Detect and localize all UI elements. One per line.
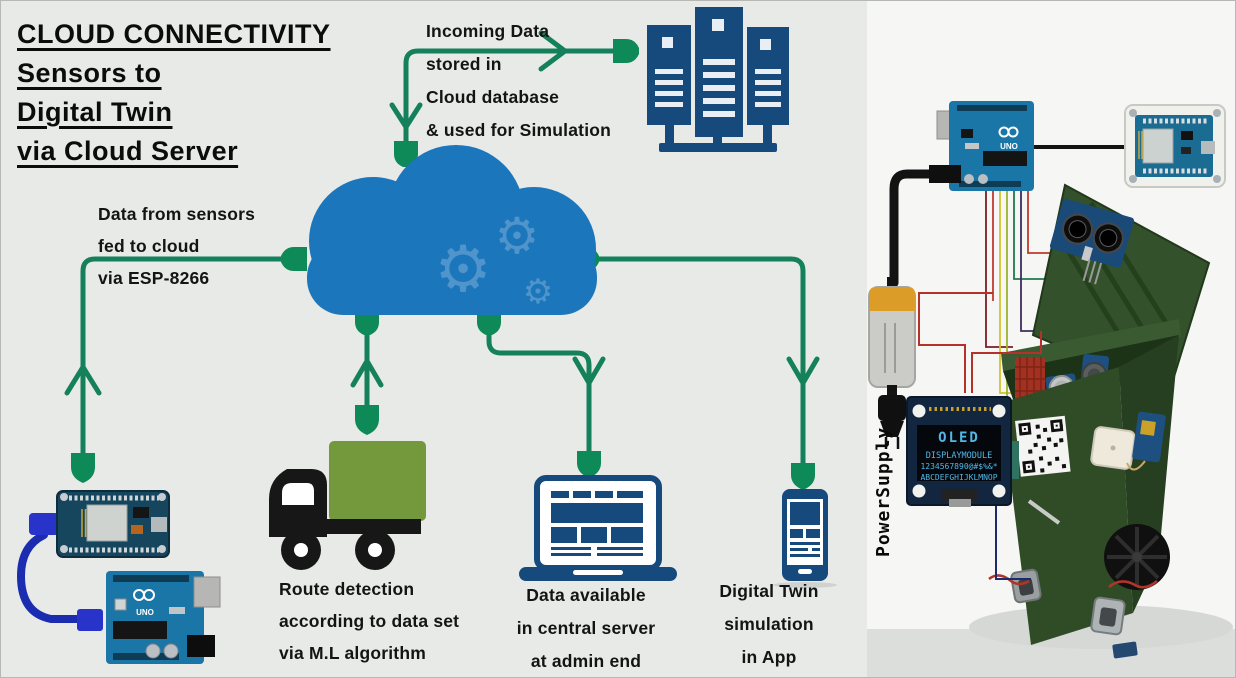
truck-icon bbox=[269, 441, 426, 570]
plug-phone bbox=[791, 463, 815, 490]
esp-shield-chip bbox=[1142, 128, 1174, 164]
barrel-jack-icon-2 bbox=[187, 635, 215, 657]
plug-server bbox=[613, 39, 639, 63]
incoming-data-annotation: Incoming Data stored in Cloud database &… bbox=[426, 21, 612, 140]
caster-wheel-front bbox=[1090, 596, 1126, 636]
oled-module: OLED DISPLAYMODULE 1234567890@#$%&* ABCD… bbox=[906, 396, 1012, 507]
arduino-uno-board-right: UNO bbox=[929, 101, 1125, 191]
arrow-up-icon bbox=[64, 364, 102, 396]
micro-usb-icon bbox=[1201, 141, 1215, 154]
connector-esp bbox=[80, 256, 304, 456]
smart-trash-bin bbox=[988, 183, 1211, 659]
barrel-jack-icon bbox=[929, 165, 961, 183]
connector-laptop bbox=[486, 316, 592, 454]
arduino-uno-board-left: UNO bbox=[77, 571, 221, 664]
battery-pack bbox=[868, 277, 916, 397]
data-from-sensors-annotation: Data from sensors fed to cloud via ESP-8… bbox=[98, 204, 256, 288]
cloud-icon: ⚙ ⚙ ⚙ bbox=[307, 145, 597, 315]
page-title: CLOUD CONNECTIVITY Sensors to Digital Tw… bbox=[17, 15, 331, 171]
plug-cloud-bottom-1 bbox=[355, 309, 379, 335]
motor-wire-2 bbox=[1108, 580, 1158, 589]
usb-plug-icon-2 bbox=[77, 609, 103, 631]
power-cable bbox=[889, 169, 950, 288]
arrow-up-icon-2 bbox=[350, 358, 384, 388]
usb-plug-icon bbox=[29, 513, 59, 535]
server-icon bbox=[647, 7, 789, 152]
driver-pcb bbox=[1112, 641, 1138, 659]
laptop-icon bbox=[519, 475, 677, 581]
usb-port-icon-2 bbox=[193, 576, 221, 608]
connector-server bbox=[403, 48, 618, 144]
uno-label: UNO bbox=[1000, 142, 1018, 151]
esp-shield-chip-left bbox=[86, 504, 128, 542]
oled-screen bbox=[917, 425, 1001, 481]
title-line: Sensors to bbox=[17, 58, 162, 88]
title-line: via Cloud Server bbox=[17, 136, 239, 166]
arrow-down-icon bbox=[389, 102, 423, 130]
plug-cloud-top bbox=[394, 141, 418, 167]
oled-connector bbox=[941, 489, 977, 501]
caster-wheel bbox=[1010, 568, 1042, 604]
phone-icon bbox=[773, 489, 837, 588]
plug-cloud-bottom-2 bbox=[477, 309, 501, 335]
arrow-right-icon bbox=[538, 30, 568, 72]
digital-twin-annotation: Digital Twin simulation in App bbox=[719, 581, 819, 667]
title-line: Digital Twin bbox=[17, 97, 173, 127]
plug-laptop bbox=[577, 451, 601, 478]
bin-handle bbox=[1027, 499, 1061, 525]
micro-usb-icon-left bbox=[151, 517, 167, 532]
data-available-annotation: Data available in central server at admi… bbox=[516, 585, 656, 671]
oled-wires bbox=[918, 292, 1042, 393]
connector-phone bbox=[596, 256, 806, 466]
power-plug bbox=[878, 395, 906, 449]
oled-line-2: DISPLAYMODULE bbox=[926, 451, 993, 461]
oled-line-3: 1234567890@#$%&* bbox=[920, 462, 997, 471]
mesh-basket bbox=[1015, 357, 1045, 403]
gear-icon-2: ⚙ bbox=[495, 207, 540, 265]
bin-rim bbox=[1001, 319, 1181, 371]
plug-truck bbox=[355, 405, 379, 435]
green-connectors bbox=[64, 30, 820, 466]
gps-module bbox=[1090, 411, 1166, 471]
plug-esp bbox=[71, 453, 95, 483]
gear-icon: ⚙ bbox=[434, 233, 491, 307]
uno-label-2: UNO bbox=[136, 608, 154, 617]
oled-line-4: ABCDEFGHIJKLMNOP bbox=[920, 473, 997, 482]
bin-wheel bbox=[1104, 524, 1170, 590]
usb-cable bbox=[16, 531, 83, 623]
ultrasonic-sensor bbox=[1049, 198, 1134, 285]
plug-cloud-left bbox=[281, 247, 307, 271]
nodemcu-board-left bbox=[16, 490, 170, 623]
arrow-down-icon-3 bbox=[786, 356, 820, 386]
route-detection-annotation: Route detection according to data set vi… bbox=[279, 579, 460, 663]
nodemcu-board-right bbox=[1124, 104, 1226, 188]
arrow-down-icon-2 bbox=[572, 356, 606, 386]
power-supply-label: PowerSupply bbox=[873, 426, 894, 557]
gear-icon-3: ⚙ bbox=[523, 272, 553, 312]
title-line: CLOUD CONNECTIVITY bbox=[17, 19, 331, 49]
oled-line-1: OLED bbox=[938, 430, 980, 446]
qr-code bbox=[1015, 415, 1071, 477]
